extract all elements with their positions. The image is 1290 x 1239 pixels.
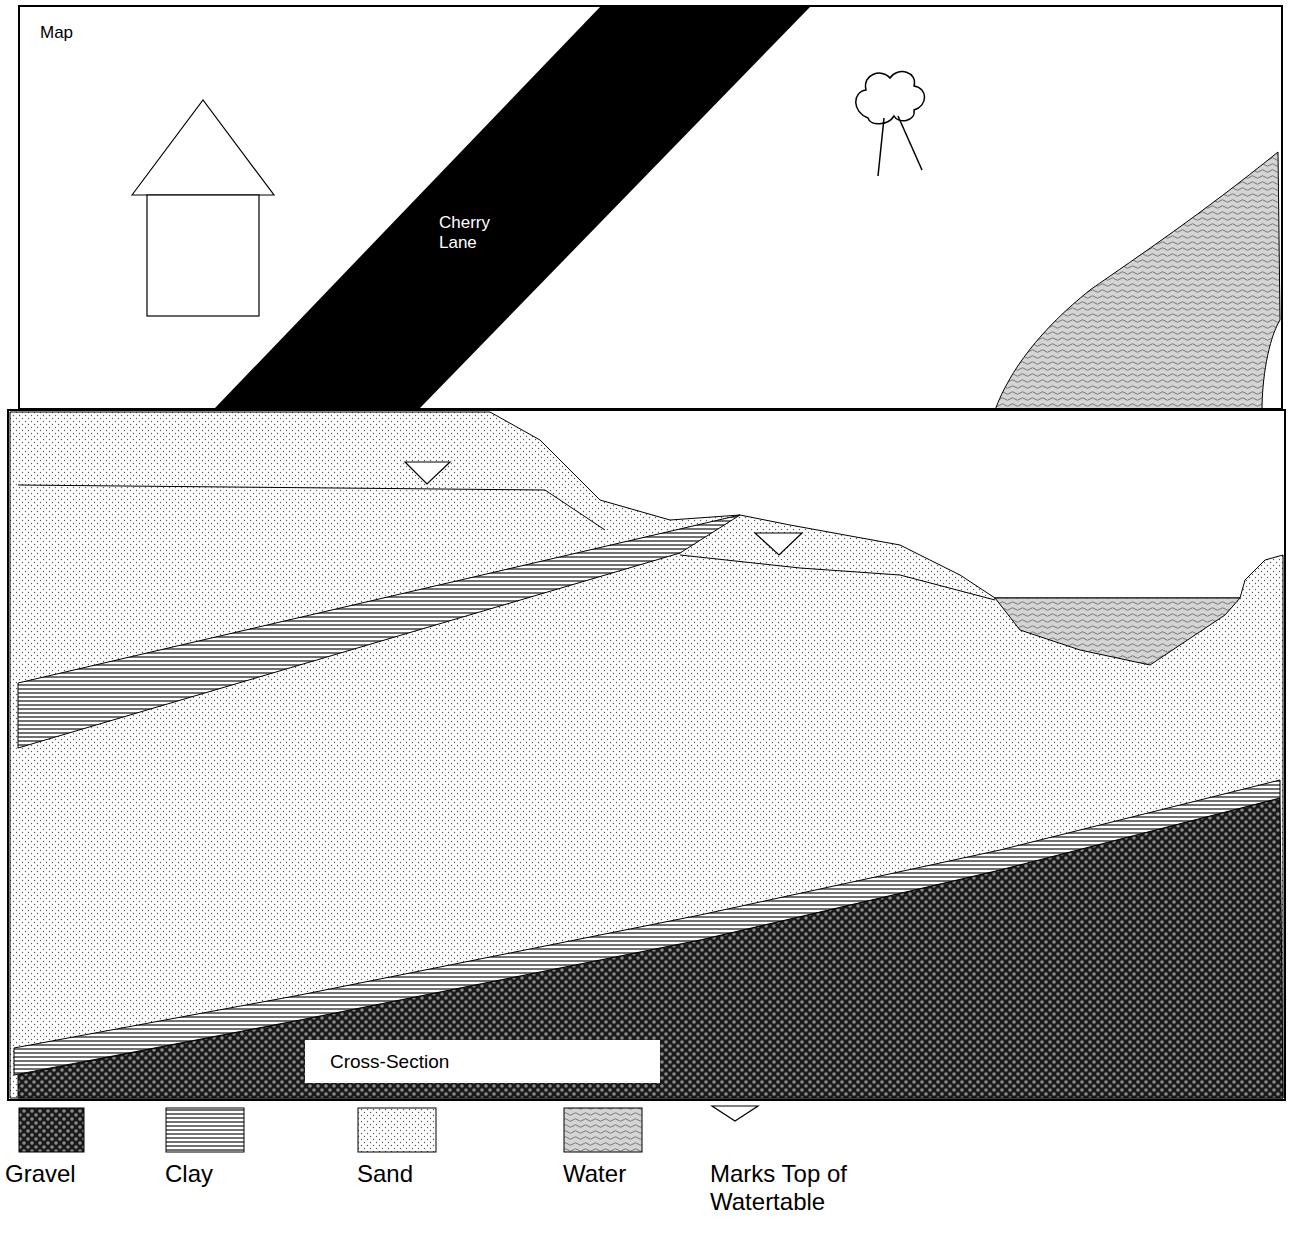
cross-section-frame	[8, 410, 1285, 1100]
node-label: Cross-Section	[330, 1051, 449, 1074]
road-shape	[215, 7, 810, 408]
legend-swatch	[563, 1105, 643, 1153]
legend-sample	[166, 1108, 244, 1152]
legend-label: Water	[563, 1160, 683, 1188]
sand-layer	[10, 412, 1283, 1098]
legend-label: Sand	[357, 1160, 477, 1188]
watertable-marker	[755, 533, 802, 555]
legend-sample	[19, 1108, 84, 1152]
legend-label: Clay	[165, 1160, 285, 1188]
watertable-line	[18, 485, 605, 530]
legend-sample	[564, 1108, 642, 1152]
upper-clay-layer	[18, 515, 740, 748]
map-panel: MapCherry Lane	[18, 5, 1283, 410]
tree-symbol	[856, 72, 925, 176]
legend-swatch	[165, 1105, 245, 1153]
legend-swatch	[357, 1105, 437, 1153]
road-band: Cherry Lane	[215, 7, 810, 408]
section-label-box: Cross-Section	[305, 1040, 660, 1083]
node-label: Map	[40, 23, 73, 43]
node-label: Cherry Lane	[439, 213, 501, 254]
house-symbol	[132, 100, 274, 316]
water-body	[995, 598, 1240, 665]
legend-label: Marks Top of Watertable	[710, 1160, 925, 1216]
legend-swatch	[710, 1105, 762, 1153]
watertable-line	[680, 555, 995, 600]
watertable-marker	[405, 462, 450, 484]
legend-label: Gravel	[5, 1160, 125, 1188]
watertable-marker	[712, 1106, 758, 1121]
road-fill	[215, 7, 810, 408]
legend-sample	[358, 1108, 436, 1152]
lower-clay-layer	[14, 780, 1280, 1075]
legend-swatch	[18, 1105, 85, 1153]
pond-map	[995, 152, 1280, 410]
